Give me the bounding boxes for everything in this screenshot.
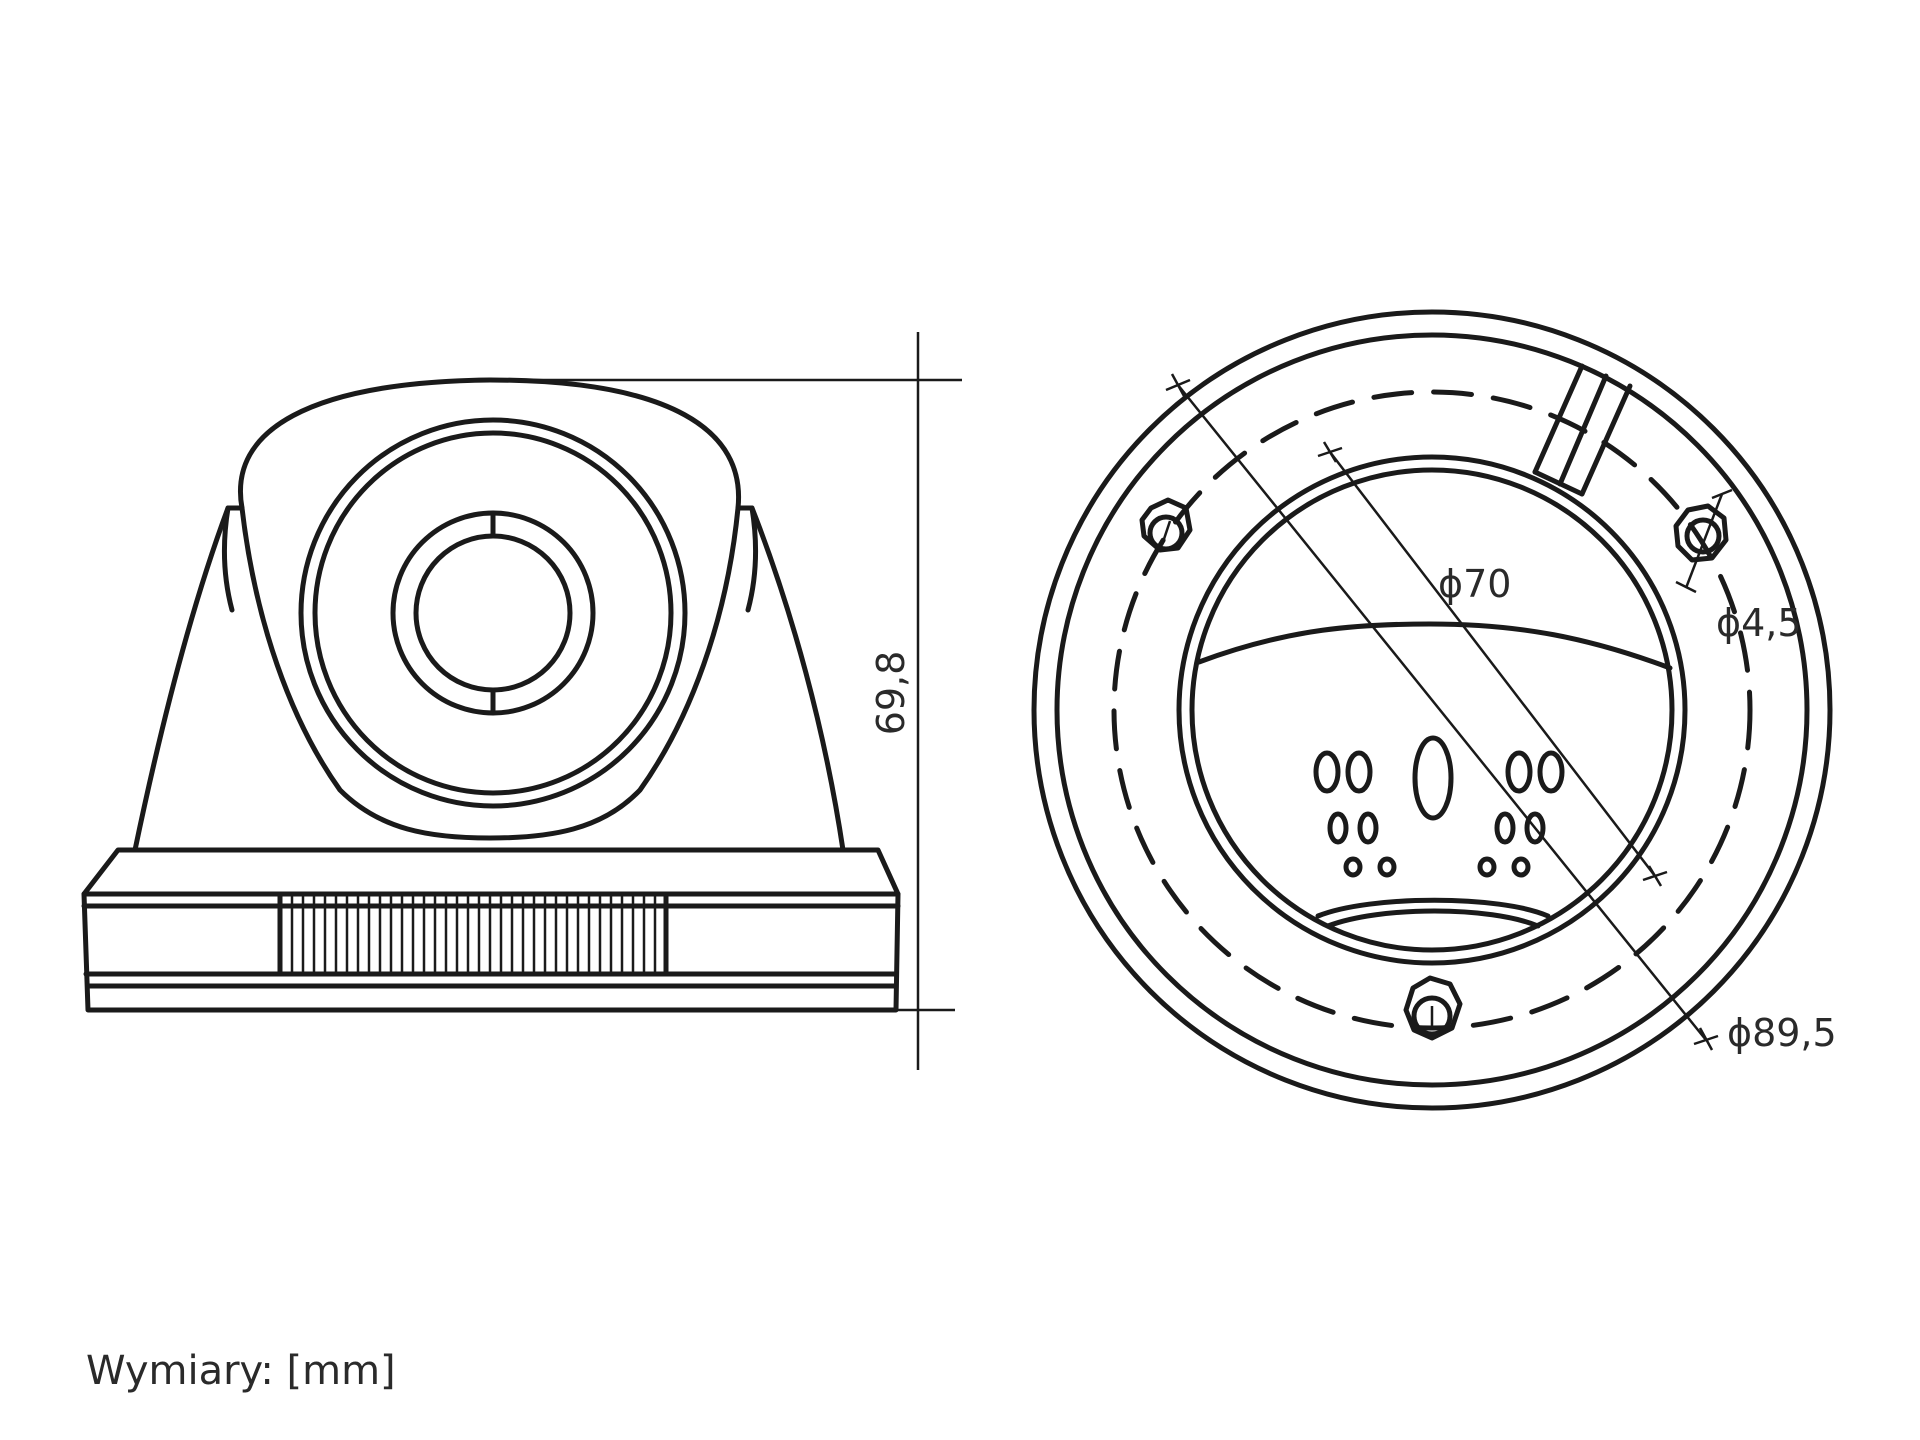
diameter-4-5-dimension: ϕ4,5 (1675, 488, 1802, 645)
side-view: 69,8 (81, 332, 962, 1070)
base-outer-rings (1031, 309, 1833, 1111)
height-dimension: 69,8 (505, 332, 962, 1070)
camera-base (81, 847, 901, 1013)
diameter-70-dimension: ϕ70 (1317, 441, 1668, 887)
ir-led-cluster (1313, 735, 1565, 878)
diameter-89-5-dimension: ϕ89,5 (1165, 373, 1837, 1055)
mounting-hole-circle (1111, 389, 1753, 1031)
top-view: ϕ70 ϕ89,5 ϕ4,5 (1031, 309, 1837, 1111)
rib-panel (277, 891, 669, 977)
dome-window (1176, 454, 1688, 966)
inner-diameter-label: ϕ70 (1438, 562, 1511, 606)
mounting-screws (1139, 497, 1729, 1041)
height-dimension-label: 69,8 (869, 651, 913, 736)
camera-housing (132, 377, 846, 853)
units-caption: Wymiary: [mm] (86, 1348, 396, 1394)
outer-diameter-label: ϕ89,5 (1727, 1011, 1837, 1055)
ventilation-ribs (277, 891, 669, 977)
cable-slot (1532, 363, 1633, 497)
screw-left (1139, 497, 1193, 553)
screw-right (1673, 503, 1729, 563)
hole-diameter-label: ϕ4,5 (1716, 601, 1802, 645)
camera-lens (298, 417, 688, 809)
screw-bottom (1403, 975, 1463, 1041)
